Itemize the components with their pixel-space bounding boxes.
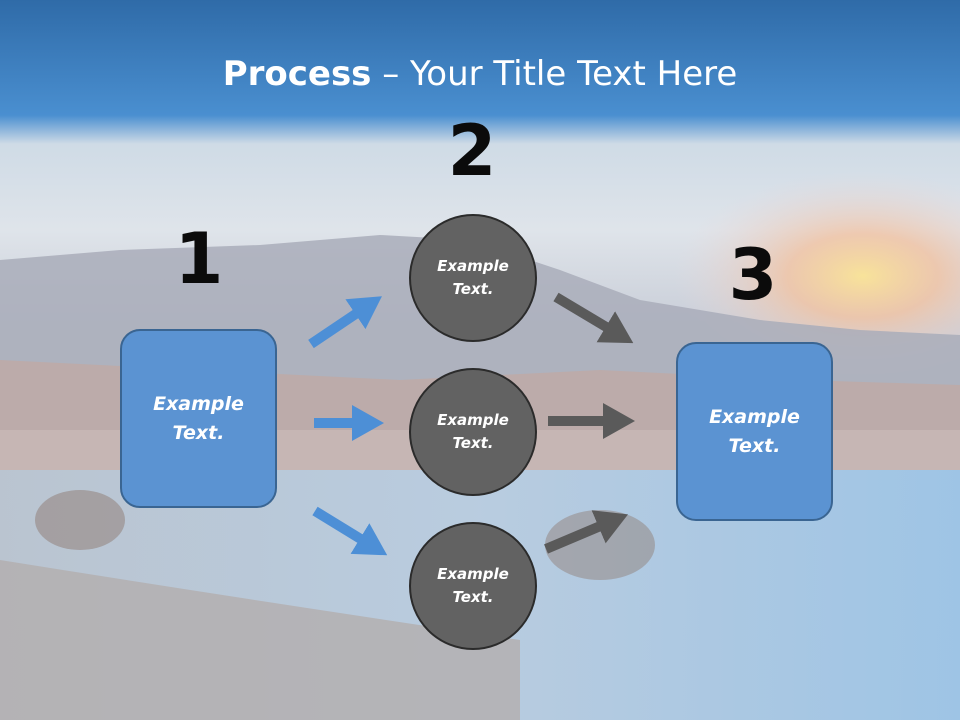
step-1-box[interactable]: Example Text. <box>120 329 277 508</box>
step-3-box[interactable]: Example Text. <box>676 342 833 521</box>
step-number-3: 3 <box>728 234 778 316</box>
page-title: Process – Your Title Text Here <box>0 52 960 96</box>
circle-label: Example Text. <box>437 257 509 298</box>
step-number-1: 1 <box>174 218 224 300</box>
arrow-top-to-3 <box>553 292 634 344</box>
step-2-circle-top[interactable]: Example Text. <box>409 214 537 342</box>
arrow-1-to-top <box>308 296 382 349</box>
step-1-box-label: Example Text. <box>153 392 244 444</box>
step-2-circle-middle[interactable]: Example Text. <box>409 368 537 496</box>
title-rest: – Your Title Text Here <box>371 54 738 94</box>
circle-label: Example Text. <box>437 565 509 606</box>
step-2-circle-bottom[interactable]: Example Text. <box>409 522 537 650</box>
arrow-1-to-bottom <box>312 506 388 556</box>
step-3-box-label: Example Text. <box>709 405 800 457</box>
title-bold: Process <box>222 54 372 94</box>
circle-label: Example Text. <box>437 411 509 452</box>
step-number-2: 2 <box>447 110 497 192</box>
arrow-bottom-to-3 <box>544 510 629 554</box>
